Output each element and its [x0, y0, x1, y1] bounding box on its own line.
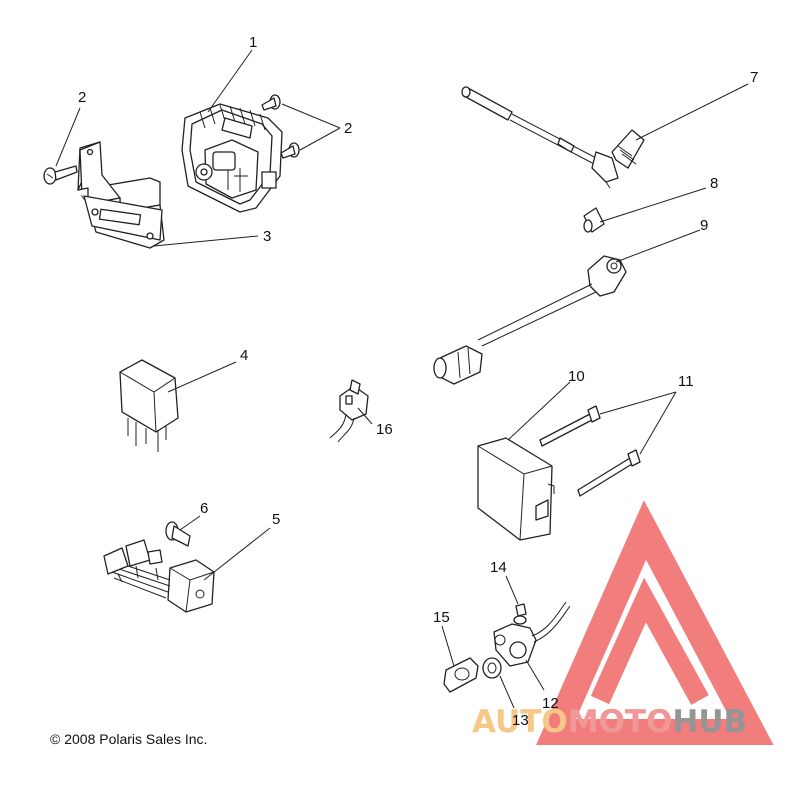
part-12-switch — [493, 601, 571, 667]
watermark-hub: HUB — [672, 704, 747, 740]
part-7-cable — [461, 86, 645, 189]
part-6-pin — [165, 521, 191, 547]
callout-2-left: 2 — [78, 89, 86, 106]
watermark-moto: MOTO — [568, 704, 673, 740]
part-1-module — [181, 103, 283, 213]
watermark-inner-mark — [590, 577, 709, 705]
callout-9: 9 — [700, 217, 708, 234]
callout-16: 16 — [376, 421, 393, 438]
part-16-connector — [329, 379, 369, 443]
callout-13: 13 — [512, 712, 529, 729]
part-11-bolts — [539, 405, 641, 497]
callout-11: 11 — [678, 373, 694, 390]
callout-3: 3 — [263, 228, 271, 245]
watermark-triangle — [536, 500, 774, 745]
callout-5: 5 — [272, 511, 280, 528]
part-4-relay — [119, 359, 179, 452]
part-8-sleeve — [583, 207, 605, 233]
callout-2-right: 2 — [344, 120, 352, 137]
callout-7: 7 — [750, 69, 758, 86]
part-3-bracket — [77, 141, 165, 249]
callout-10: 10 — [568, 368, 585, 385]
leader-lines — [55, 49, 749, 709]
screw-left — [43, 165, 78, 185]
callout-1: 1 — [249, 34, 257, 51]
callout-labels: 1 2 2 3 4 5 6 7 8 9 10 11 12 13 14 15 16 — [78, 34, 758, 729]
part-2-screws — [43, 94, 300, 185]
copyright-text: © 2008 Polaris Sales Inc. — [50, 731, 208, 747]
watermark-text: AUTOMOTOHUB — [472, 704, 747, 740]
part-5-harness — [103, 539, 215, 613]
part-9-sensor — [433, 255, 627, 385]
callout-6: 6 — [200, 500, 208, 517]
watermark-auto: AUTO — [472, 704, 568, 740]
part-15-gasket — [443, 657, 479, 693]
screw-mid — [280, 142, 300, 159]
part-14-screw — [513, 603, 527, 625]
callout-15: 15 — [433, 609, 450, 626]
callout-4: 4 — [240, 347, 248, 364]
callout-8: 8 — [710, 175, 718, 192]
screw-top — [261, 94, 281, 111]
watermark-logo: AUTOMOTOHUB — [472, 500, 774, 745]
part-10-box — [477, 437, 555, 541]
callout-14: 14 — [490, 559, 507, 576]
part-13-seal — [482, 657, 502, 679]
callout-12: 12 — [542, 695, 559, 712]
